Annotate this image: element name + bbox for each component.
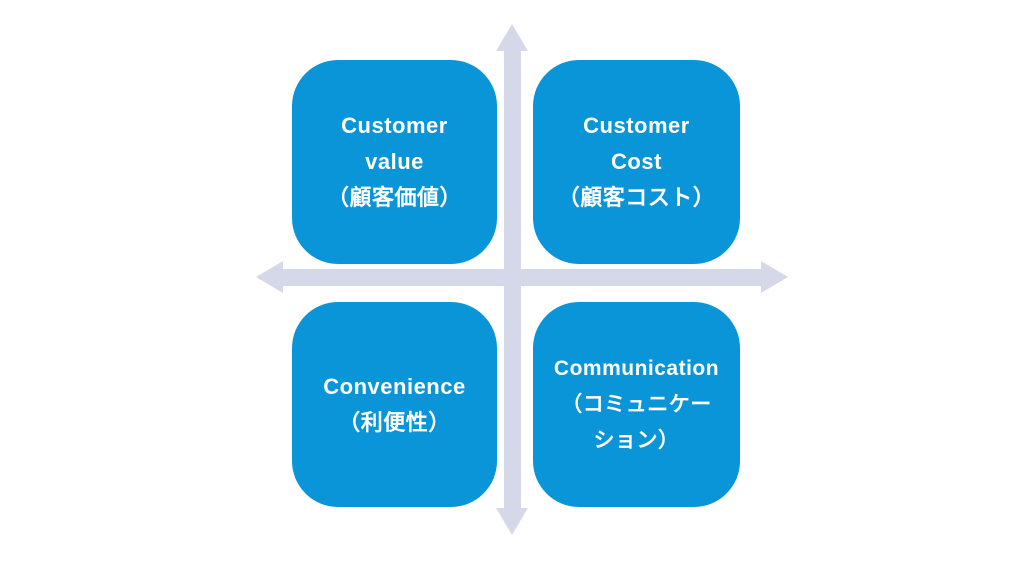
quadrant-label-line: value — [365, 149, 424, 174]
arrow-down-icon — [496, 508, 528, 535]
quadrant-label-line: （コミュニケー — [561, 392, 712, 416]
quadrant-label-line: Convenience — [323, 373, 466, 399]
arrow-right-icon — [761, 261, 788, 293]
arrow-up-icon — [496, 24, 528, 51]
quadrant-label-line: Communication — [553, 356, 720, 380]
quadrant-customer-cost: Customer Cost （顧客コスト） — [533, 60, 740, 264]
quadrant-label-line: （顧客価値） — [326, 185, 462, 210]
arrow-left-icon — [256, 261, 283, 293]
quadrant-label-line: （顧客コスト） — [557, 185, 716, 210]
quadrant-label-line: ション） — [593, 428, 680, 452]
quadrant-label-line: （利便性） — [338, 409, 451, 435]
quadrant-label-line: Cost — [611, 149, 662, 174]
quadrant-customer-value: Customer value （顧客価値） — [292, 60, 497, 264]
quadrant-convenience: Convenience （利便性） — [292, 302, 497, 507]
quadrant-communication: Communication （コミュニケー ション） — [533, 302, 740, 507]
horizontal-axis-line — [280, 269, 764, 286]
quadrant-label-line: Customer — [583, 113, 690, 138]
quadrant-label-line: Customer — [341, 113, 448, 138]
